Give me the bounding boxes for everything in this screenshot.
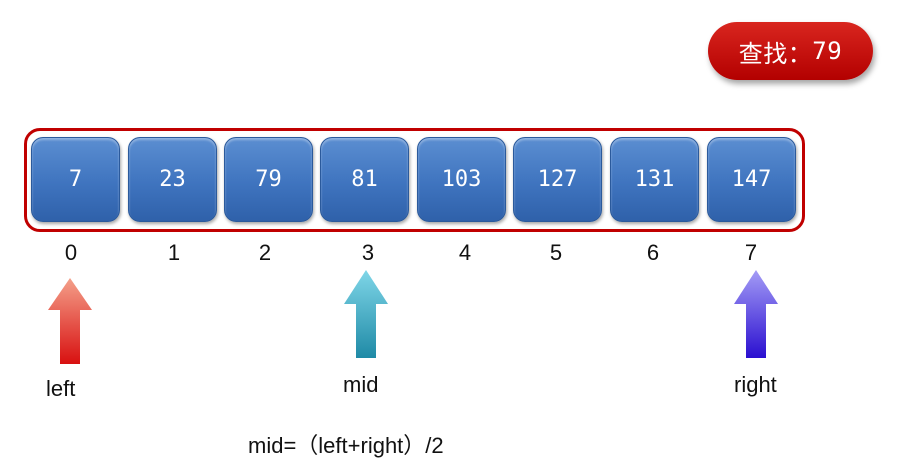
array-cell-3: 81 [320,137,409,222]
array-index-3: 3 [361,240,375,265]
array-index-4: 4 [458,240,472,265]
array-cell-0: 7 [31,137,120,222]
array-cell-1: 23 [128,137,217,222]
right-pointer-arrow-icon [734,270,778,358]
search-value: 79 [812,37,843,65]
array-cell-4: 103 [417,137,506,222]
array-index-2: 2 [258,240,272,265]
mid-pointer-label: mid [343,372,379,397]
array-index-7: 7 [744,240,758,265]
array-index-0: 0 [64,240,78,265]
array-index-6: 6 [646,240,660,265]
search-target-badge: 查找：79 [708,22,873,80]
array-index-5: 5 [549,240,563,265]
search-label: 查找： [738,39,813,68]
right-pointer-label: right [734,372,777,397]
array-cell-5: 127 [513,137,602,222]
left-pointer-label: left [46,376,76,401]
array-index-1: 1 [167,240,181,265]
array-container [24,128,805,232]
array-cell-6: 131 [610,137,699,222]
mid-formula: mid=（left+right）/2 [248,433,444,458]
left-pointer-arrow-icon [48,278,92,364]
array-cell-7: 147 [707,137,796,222]
mid-pointer-arrow-icon [344,270,388,358]
array-cell-2: 79 [224,137,313,222]
